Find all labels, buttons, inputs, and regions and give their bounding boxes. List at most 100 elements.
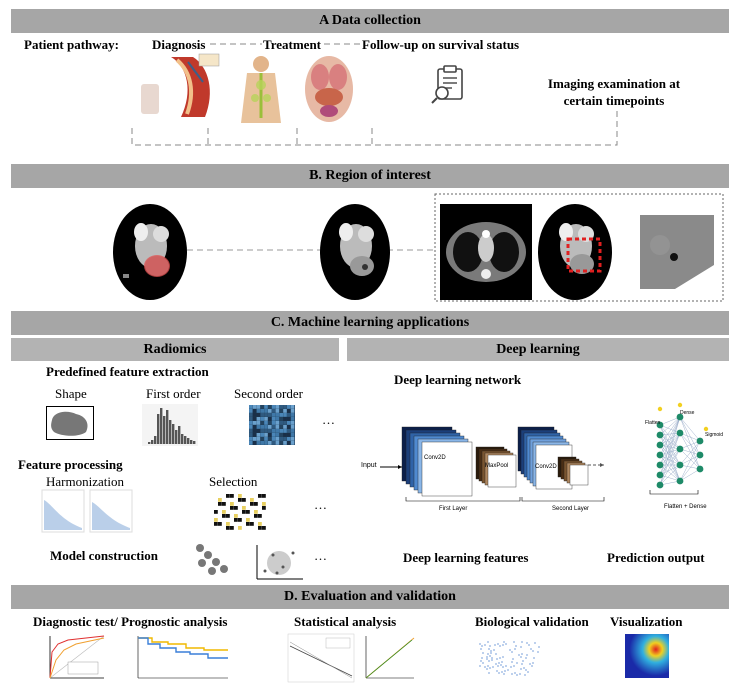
nn-edge [679,454,701,466]
texture-cell [256,421,261,425]
bio-point [489,645,491,647]
texture-cell [252,405,257,409]
selection-cell [258,522,262,526]
treatment-body-illustration [225,53,297,125]
selection-label: Selection [209,474,258,489]
texture-cell [275,417,280,421]
selection-cell [250,502,254,506]
bio-point [530,648,532,650]
selection-cell [250,494,254,498]
histogram-bar [187,438,190,444]
texture-cell [268,429,272,433]
selection-cell [234,498,238,502]
selection-cell [230,498,234,502]
nn-neuron [696,465,704,473]
texture-cell [252,429,257,433]
selection-cell [246,506,250,510]
texture-cell [252,437,257,441]
bio-point [511,661,513,663]
nn-neuron [696,451,704,459]
bio-point [521,641,523,643]
selection-cell [242,522,246,526]
texture-cell [287,441,291,445]
bio-point [529,663,531,665]
texture-cell [275,441,280,445]
bio-point [481,645,483,647]
texture-cell [260,429,264,433]
selection-cell [226,510,230,514]
bio-point [497,665,499,667]
selection-cell [258,510,262,514]
clipboard-search-icon [431,65,463,104]
nn-edge [659,424,681,450]
selection-cell [258,502,262,506]
texture-cell [264,441,268,445]
nn-neuron [676,429,684,437]
selection-cell [214,526,218,530]
bio-point [496,658,498,660]
bio-point [502,656,504,658]
predefined-feature-extraction-title: Predefined feature extraction [46,364,209,379]
selection-cell [258,514,262,518]
histogram-bar [163,416,166,444]
selection-cell [258,506,262,510]
texture-cell [275,425,280,429]
selection-cell [254,526,258,530]
texture-cell [279,441,283,445]
nn-edge [679,454,701,482]
histogram-bar [181,434,184,444]
texture-cell [283,421,287,425]
selection-cell [246,526,250,530]
diagnosis-label: Diagnosis [152,37,206,52]
selection-cell [254,514,258,518]
selection-cell [238,498,242,502]
selection-cell [218,510,222,514]
bio-point [493,649,495,651]
bio-point [531,665,533,667]
texture-cell [260,413,264,417]
shape-feature-thumbnail [46,406,94,440]
selection-cell [234,514,238,518]
flatten-label: Flatten [645,420,661,426]
selection-cell [218,502,222,506]
bio-point [486,658,488,660]
selection-cell [250,506,254,510]
selection-cell [254,522,258,526]
texture-cell [249,425,253,429]
nn-edge [659,416,681,436]
activation-heatmap [625,634,669,678]
bio-point [491,659,493,661]
nn-edge [679,432,701,442]
texture-cell [275,405,280,409]
nn-edge [659,432,681,486]
bio-point [498,662,500,664]
bio-point [499,657,501,659]
texture-cell [252,433,257,437]
selection-cell [222,494,226,498]
bio-point [496,670,498,672]
nn-edge [679,440,701,466]
bio-point [538,646,540,648]
histogram-bar [160,408,163,444]
texture-cell [256,409,261,413]
texture-cell [271,425,276,429]
bio-point [487,641,489,643]
selection-cell [218,518,222,522]
cnn-architecture-diagram [380,402,709,502]
selection-cell [230,502,234,506]
selection-cell [262,518,266,522]
nn-edge [659,432,681,476]
selection-cell [230,506,234,510]
selection-heatmap [214,494,266,530]
texture-cell [268,433,272,437]
selection-cell [234,494,238,498]
texture-cell [279,409,283,413]
selection-cell [254,502,258,506]
selection-cell [242,506,246,510]
texture-cell [271,437,276,441]
texture-cell [287,437,291,441]
selection-cell [254,494,258,498]
nn-edge [679,440,701,482]
conv-layer-2-label: Conv2D [535,464,557,470]
bio-point [497,643,499,645]
